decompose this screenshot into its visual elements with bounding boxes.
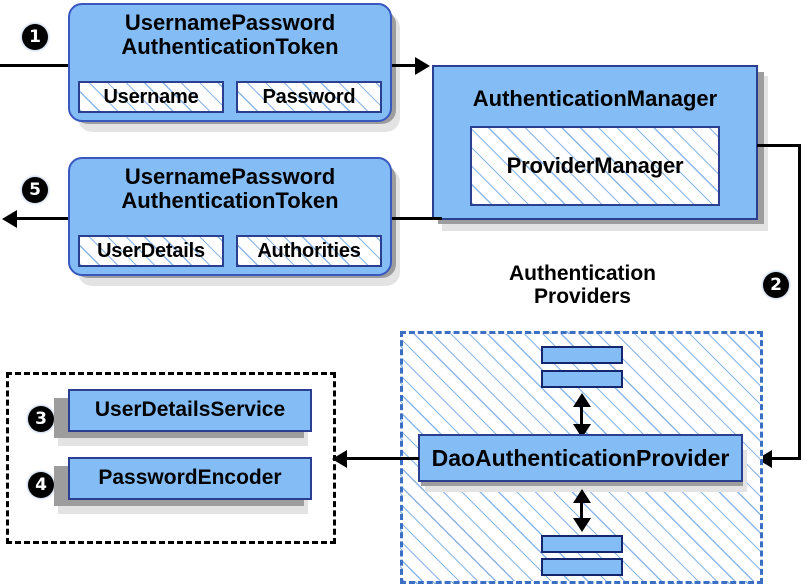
token-to-manager-line [392,64,424,67]
manager-to-provider-line-top [757,144,801,147]
authentication-manager-title: AuthenticationManager [472,86,718,111]
authentication-providers-caption: Authentication Providers [470,262,695,308]
request-token-field-password[interactable]: Password [236,81,382,113]
request-token-title-line2: AuthenticationToken [121,33,339,59]
collaborators-region [6,372,336,544]
manager-to-provider-line-bottom [768,457,801,460]
step-badge-5: 5 [22,177,48,203]
user-details-service-box[interactable]: UserDetailsService [68,389,312,432]
step-badge-3: 3 [28,406,54,432]
response-outbound-line [16,217,74,220]
provider-manager-box[interactable]: ProviderManager [470,126,720,206]
response-token-field-authorities[interactable]: Authorities [236,235,382,267]
response-token-title-line1: UsernamePassword [124,164,336,189]
authentication-providers-caption-line2: Providers [534,285,631,309]
manager-to-provider-line-vertical [798,144,801,459]
step-badge-2: 2 [763,272,789,298]
manager-to-response-token-line [392,217,442,220]
request-token-title-line1: UsernamePassword [124,10,336,35]
provider-link-bottom-line [580,496,583,522]
response-token-title: UsernamePassword AuthenticationToken [121,165,338,213]
request-token-title: UsernamePassword AuthenticationToken [121,11,338,59]
response-outbound-arrowhead [2,210,17,228]
provider-link-top-line [580,400,583,428]
provider-bar-3[interactable] [541,535,623,553]
provider-to-collaborators-line [347,457,419,460]
request-inbound-line [0,64,72,67]
response-token-field-user-details[interactable]: UserDetails [78,235,224,267]
provider-bar-2[interactable] [541,370,623,388]
request-token-field-username[interactable]: Username [78,81,224,113]
step-badge-1: 1 [22,24,48,50]
password-encoder-box[interactable]: PasswordEncoder [68,457,312,500]
provider-bar-1[interactable] [541,346,623,364]
authentication-providers-caption-line1: Authentication [509,262,656,285]
provider-link-bottom-arrow-down [573,518,591,532]
dao-authentication-provider-box[interactable]: DaoAuthenticationProvider [418,434,743,482]
step-badge-4: 4 [28,472,54,498]
token-to-manager-arrowhead [415,57,430,75]
response-token-title-line2: AuthenticationToken [121,187,339,213]
provider-bar-4[interactable] [541,558,623,576]
